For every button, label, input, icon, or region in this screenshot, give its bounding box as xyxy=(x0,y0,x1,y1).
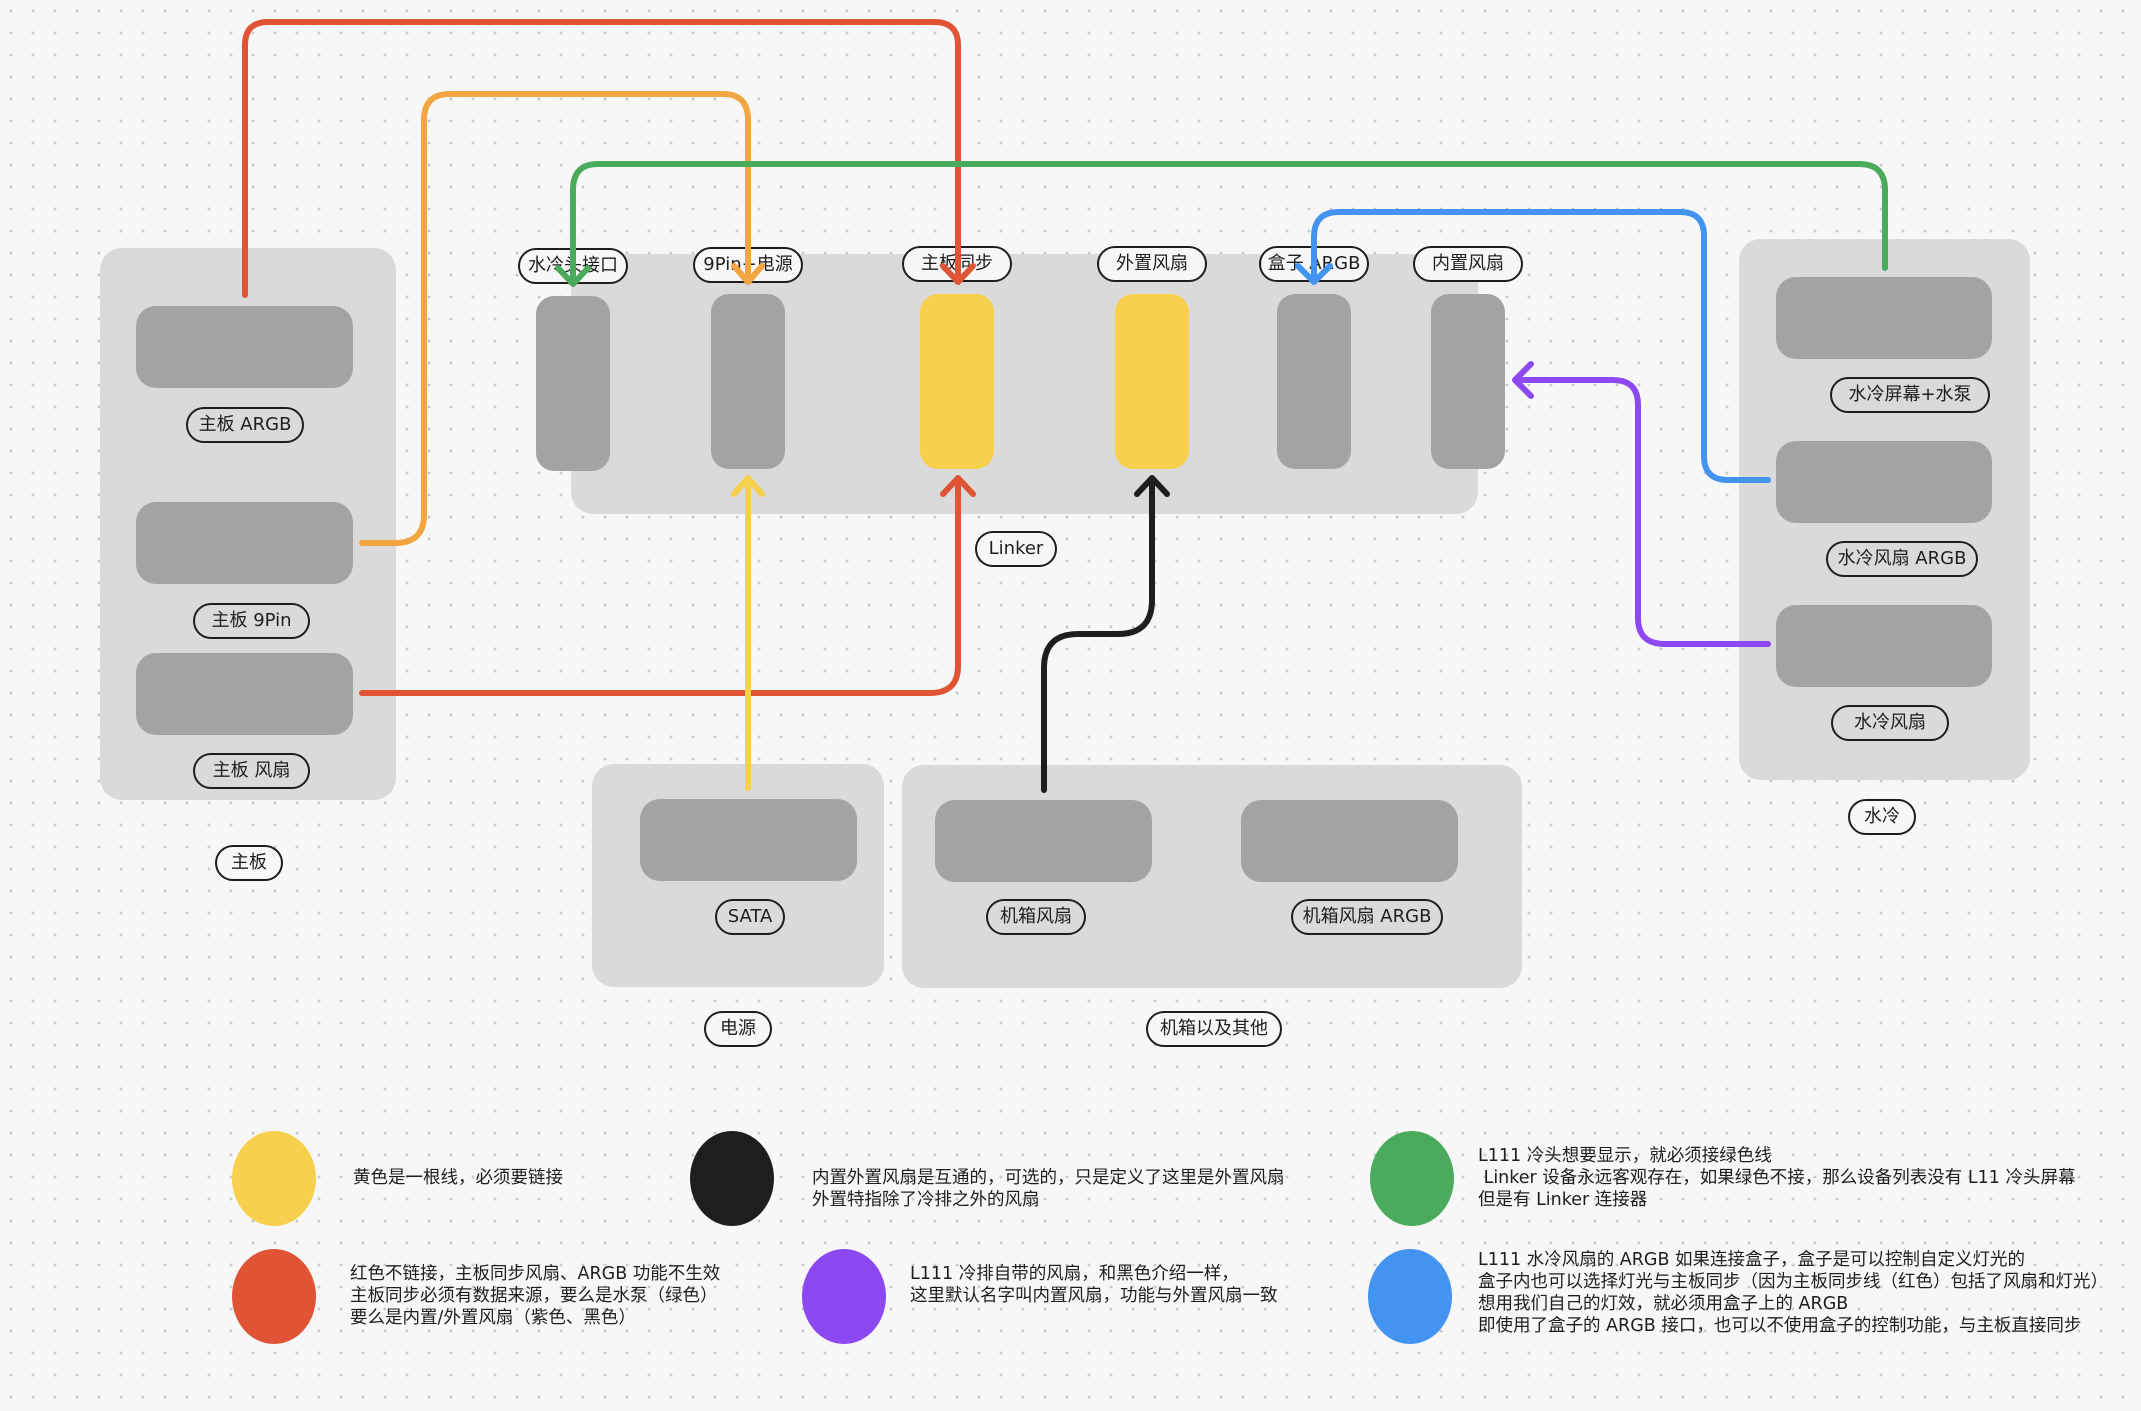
watercool-fan-argb-block[interactable] xyxy=(1776,441,1992,523)
legend-blue-note: L111 水冷风扇的 ARGB 如果连接盒子，盒子是可以控制自定义灯光的 盒子内… xyxy=(1478,1250,2108,1336)
linker-port-mb-sync[interactable] xyxy=(920,294,994,469)
motherboard-fan-label: 主板 风扇 xyxy=(193,753,310,789)
psu-sata-block[interactable] xyxy=(640,799,857,881)
watercool-fan-label: 水冷风扇 xyxy=(1831,705,1949,741)
legend-purple-note: L111 冷排自带的风扇，和黑色介绍一样， 这里默认名字叫内置风扇，功能与外置风… xyxy=(910,1264,1278,1306)
motherboard-title: 主板 xyxy=(215,845,283,881)
psu-title: 电源 xyxy=(704,1011,772,1047)
psu-sata-label: SATA xyxy=(715,899,785,935)
legend-red-note: 红色不链接，主板同步风扇、ARGB 功能不生效 主板同步必须有数据来源，要么是水… xyxy=(350,1264,721,1328)
red-arrowhead-top xyxy=(940,263,976,285)
legend-black-dot xyxy=(690,1131,774,1226)
linker-title: Linker xyxy=(975,531,1057,567)
green-arrowhead xyxy=(555,265,591,287)
case-fan-argb-label: 机箱风扇 ARGB xyxy=(1291,899,1443,935)
orange-arrowhead xyxy=(731,263,765,285)
legend-green-note: L111 冷头想要显示，就必须接绿色线 Linker 设备永远客观存在，如果绿色… xyxy=(1478,1146,2076,1210)
legend-purple-dot xyxy=(802,1249,886,1344)
purple-arrowhead xyxy=(1512,361,1534,399)
black-line-case-fan xyxy=(1041,477,1155,793)
motherboard-9pin-label: 主板 9Pin xyxy=(193,603,310,639)
red-arrowhead-bottom xyxy=(940,475,976,497)
legend-red-dot xyxy=(232,1249,316,1344)
linker-port-box-argb[interactable] xyxy=(1277,294,1351,469)
legend-blue-dot xyxy=(1368,1249,1452,1344)
motherboard-argb-label: 主板 ARGB xyxy=(186,407,304,443)
case-fan-label: 机箱风扇 xyxy=(986,899,1086,935)
legend-green-dot xyxy=(1370,1131,1454,1226)
legend-black-note: 内置外置风扇是互通的，可选的，只是定义了这里是外置风扇 外置特指除了冷排之外的风… xyxy=(812,1168,1285,1210)
motherboard-fan-block[interactable] xyxy=(136,653,353,735)
case-title: 机箱以及其他 xyxy=(1146,1011,1282,1047)
watercool-fan-block[interactable] xyxy=(1776,605,1992,687)
case-fan-block[interactable] xyxy=(935,800,1152,882)
purple-line-water-fan xyxy=(1513,377,1771,647)
black-arrowhead xyxy=(1134,475,1170,497)
linker-port-waterhead[interactable] xyxy=(536,296,610,471)
blue-arrowhead xyxy=(1295,263,1333,285)
linker-port-internal-fan-label: 内置风扇 xyxy=(1413,246,1523,282)
watercool-title: 水冷 xyxy=(1848,799,1916,835)
case-fan-argb-block[interactable] xyxy=(1241,800,1458,882)
linker-port-external-fan[interactable] xyxy=(1115,294,1189,469)
watercool-fan-argb-label: 水冷风扇 ARGB xyxy=(1826,541,1978,577)
yellow-arrowhead xyxy=(731,475,765,497)
watercool-screen-pump-label: 水冷屏幕+水泵 xyxy=(1830,377,1990,413)
linker-port-internal-fan[interactable] xyxy=(1431,294,1505,469)
red-line-mb-fan xyxy=(359,477,961,696)
blue-line-water-fan-argb xyxy=(1311,209,1771,483)
red-line-mb-argb xyxy=(242,19,961,298)
legend-yellow-note: 黄色是一根线，必须要链接 xyxy=(353,1168,563,1188)
orange-line-mb-9pin xyxy=(359,91,751,546)
motherboard-argb-block[interactable] xyxy=(136,306,353,388)
motherboard-9pin-block[interactable] xyxy=(136,502,353,584)
legend-yellow-dot xyxy=(232,1131,316,1226)
linker-port-external-fan-label: 外置风扇 xyxy=(1097,246,1207,282)
watercool-screen-pump-block[interactable] xyxy=(1776,277,1992,359)
green-line-water-screen xyxy=(570,161,1888,285)
linker-port-9pin-power[interactable] xyxy=(711,294,785,469)
